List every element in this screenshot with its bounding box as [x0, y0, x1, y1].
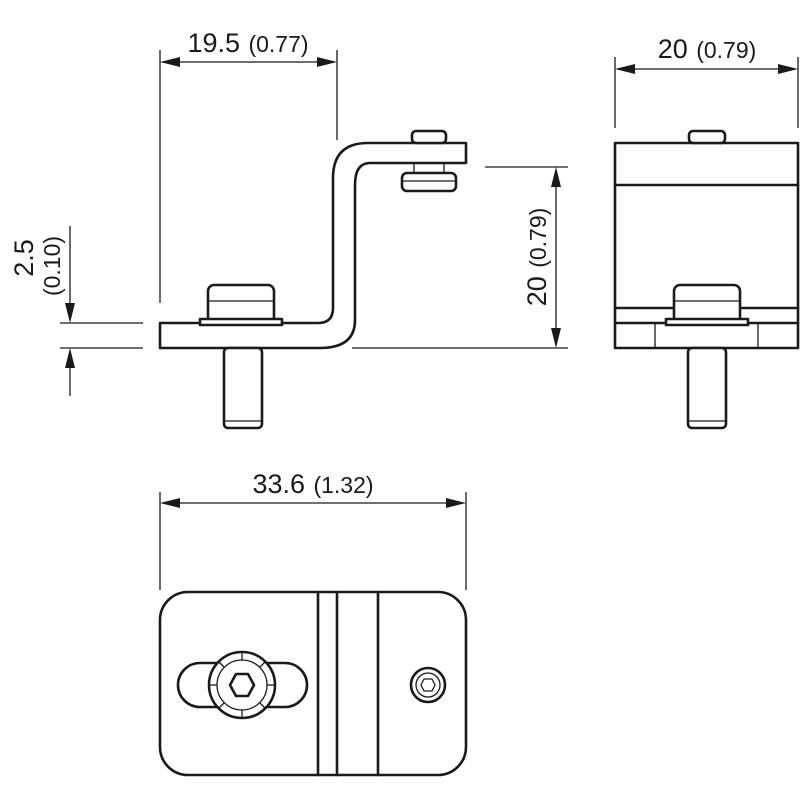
dim-plan-width: 33.6 (1.32) — [159, 469, 467, 590]
side-view — [158, 129, 468, 430]
dim-thickness-in: (0.10) — [39, 236, 65, 296]
dim-plan-width-in: (1.32) — [313, 472, 373, 498]
threaded-stud — [222, 346, 264, 430]
hex-socket-icon — [228, 672, 256, 698]
plan-view — [158, 590, 468, 777]
dim-thickness-mm: 2.5 — [9, 239, 39, 277]
dim-side-width-in: (0.77) — [248, 31, 308, 57]
screw-head — [206, 283, 276, 325]
end-threaded-stud — [686, 346, 728, 430]
dim-end-width-in: (0.79) — [696, 37, 756, 63]
svg-text:19.5 (0.77): 19.5 (0.77) — [187, 28, 308, 58]
top-nut — [400, 171, 458, 193]
dim-side-height-in: (0.79) — [525, 208, 551, 268]
serrated-nut — [207, 650, 277, 720]
end-screw-head — [672, 283, 742, 325]
plan-view-plate — [158, 590, 468, 777]
dim-end-width-mm: 20 — [658, 34, 688, 64]
svg-text:2.5: 2.5 — [9, 239, 39, 277]
dim-side-width: 19.5 (0.77) — [159, 28, 338, 303]
end-top-screw — [687, 129, 727, 145]
washer — [198, 317, 284, 327]
bracket-profile — [158, 141, 468, 350]
dim-side-width-mm: 19.5 — [187, 28, 240, 58]
top-screw-head — [410, 129, 448, 145]
dim-side-height: 20 (0.79) — [352, 166, 568, 349]
svg-text:(0.10): (0.10) — [39, 236, 65, 296]
dim-end-width: 20 (0.79) — [614, 34, 799, 128]
nut-serrations — [209, 652, 275, 718]
dim-thickness: 2.5 (0.10) — [9, 226, 143, 396]
end-view — [613, 129, 800, 430]
svg-text:33.6 (1.32): 33.6 (1.32) — [252, 469, 373, 499]
mounting-slot — [176, 661, 309, 709]
dim-plan-width-mm: 33.6 — [252, 469, 305, 499]
svg-text:20 (0.79): 20 (0.79) — [658, 34, 757, 64]
small-hex-socket-icon — [420, 678, 436, 692]
dim-side-height-mm: 20 — [522, 276, 552, 306]
svg-text:20 (0.79): 20 (0.79) — [522, 208, 552, 307]
